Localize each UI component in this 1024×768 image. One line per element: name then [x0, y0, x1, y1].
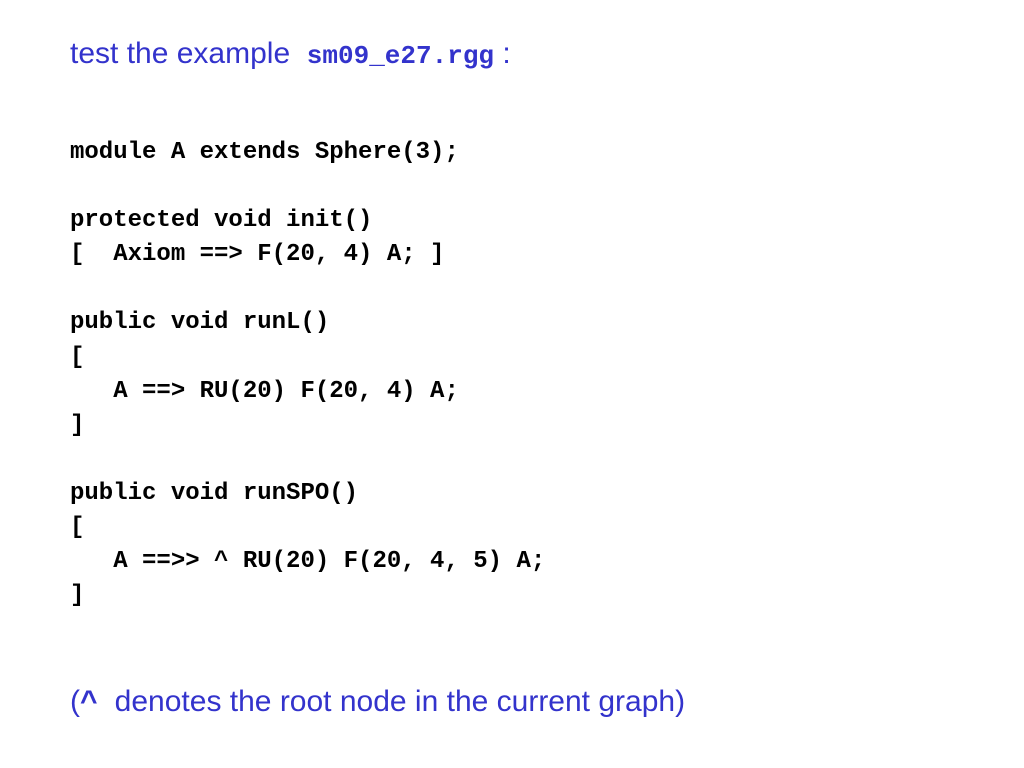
- code-line: protected void init(): [70, 207, 373, 235]
- title-filename: sm09_e27.rgg: [306, 41, 495, 71]
- code-line: module A extends Sphere(3);: [70, 139, 459, 166]
- code-line: ]: [70, 411, 85, 439]
- code-line: [70, 443, 545, 477]
- code-line: [ Axiom ==> F(20, 4) A; ]: [70, 241, 445, 269]
- code-line: ]: [70, 582, 85, 610]
- code-line: A ==> RU(20) F(20, 4) A;: [70, 377, 459, 405]
- note-caret-symbol: ^: [80, 687, 99, 721]
- note-open-paren: (: [70, 685, 80, 718]
- code-line: [70, 170, 545, 204]
- code-line: A ==>> ^ RU(20) F(20, 4, 5) A;: [70, 548, 546, 576]
- footnote: (^ denotes the root node in the current …: [70, 684, 685, 722]
- note-text: denotes the root node in the current gra…: [98, 685, 686, 718]
- title-prefix: test the example: [70, 37, 307, 70]
- code-line: public void runSPO(): [70, 479, 359, 507]
- code-line: [: [70, 514, 85, 542]
- code-line: [70, 272, 545, 306]
- code-line: [: [70, 343, 85, 371]
- title-suffix: :: [494, 37, 511, 70]
- code-block: module A extends Sphere(3); protected vo…: [70, 136, 545, 613]
- slide-title: test the example sm09_e27.rgg :: [70, 36, 511, 74]
- code-line: public void runL(): [70, 309, 330, 337]
